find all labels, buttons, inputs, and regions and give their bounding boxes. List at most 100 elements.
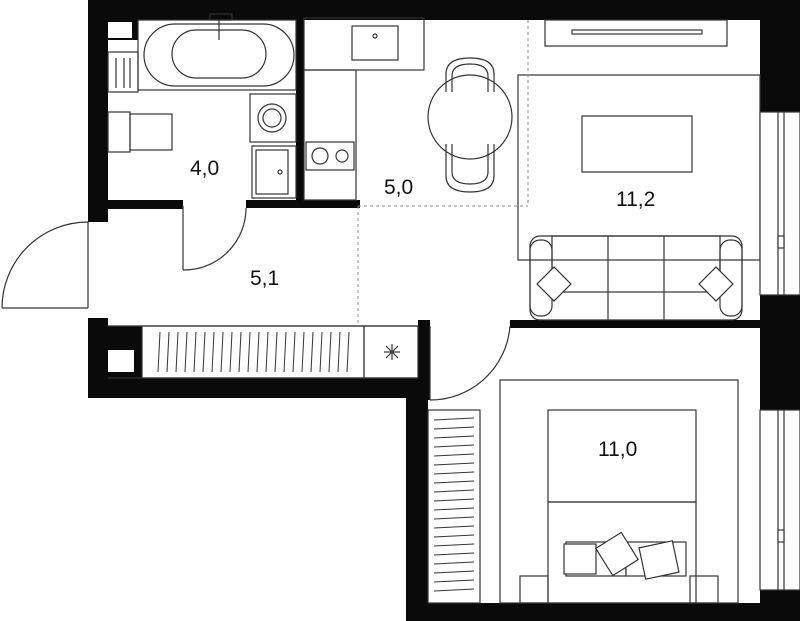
hanger-line bbox=[433, 516, 475, 520]
wardrobe-hangers bbox=[157, 331, 350, 373]
hanger-line bbox=[433, 435, 475, 439]
hanger-line bbox=[433, 579, 475, 583]
wall-bath-bottom bbox=[88, 200, 183, 209]
shaft-storage-inner bbox=[108, 350, 134, 372]
chair-bottom bbox=[445, 144, 495, 193]
hanger-line bbox=[265, 331, 269, 373]
bedroom-wardrobe bbox=[427, 409, 481, 604]
wall-right-bottom bbox=[760, 590, 800, 621]
cooktop bbox=[305, 141, 355, 171]
bath-faucet-head bbox=[209, 13, 233, 21]
hanger-line bbox=[433, 570, 475, 574]
hanger-line bbox=[301, 331, 305, 373]
hanger-line bbox=[292, 331, 296, 373]
bed-cushion-2 bbox=[594, 531, 640, 577]
kitchen-sink-drain bbox=[372, 33, 378, 39]
hanger-line bbox=[433, 417, 475, 421]
hanger-line bbox=[433, 588, 475, 592]
shaft-top-inner bbox=[108, 22, 132, 38]
kitchen-sink bbox=[351, 25, 399, 61]
kitchen bbox=[305, 25, 513, 193]
bed-cushion-1 bbox=[563, 543, 597, 575]
jamb-2 bbox=[88, 318, 102, 326]
hanger-line bbox=[433, 534, 475, 538]
nightstand-left bbox=[519, 575, 549, 604]
sofa-seat bbox=[551, 235, 721, 293]
pillow-right bbox=[698, 266, 734, 302]
hanger-line bbox=[202, 331, 206, 373]
hanger-line bbox=[211, 331, 215, 373]
hanger-line bbox=[256, 331, 260, 373]
hanger-line bbox=[433, 552, 475, 556]
area-label-hallway: 5,1 bbox=[250, 267, 279, 290]
hanger-line bbox=[433, 525, 475, 529]
hanger-line bbox=[310, 331, 314, 373]
area-labels: 4,0 5,0 5,1 11,2 11,0 bbox=[190, 157, 655, 461]
dining-table bbox=[427, 74, 513, 160]
hanger-line bbox=[166, 331, 170, 373]
electrical-panel bbox=[363, 325, 419, 379]
kitchen-counter-side bbox=[303, 69, 357, 201]
hallway bbox=[141, 325, 419, 379]
tv-screen bbox=[571, 29, 703, 35]
hanger-line bbox=[238, 331, 242, 373]
hanger-line bbox=[433, 426, 475, 430]
hanger-line bbox=[220, 331, 224, 373]
hanger-line bbox=[157, 331, 161, 373]
bath-shelf bbox=[107, 51, 139, 93]
hanger-line bbox=[319, 331, 323, 373]
toilet-bowl bbox=[129, 113, 173, 151]
hanger-line bbox=[175, 331, 179, 373]
chair-top-seat bbox=[451, 63, 489, 92]
hanger-line bbox=[274, 331, 278, 373]
wall-right-top bbox=[760, 0, 800, 112]
chair-bottom-seat bbox=[451, 144, 489, 185]
pillow-left bbox=[536, 266, 572, 302]
hanger-line bbox=[433, 444, 475, 448]
jamb-1 bbox=[88, 214, 102, 222]
hanger-line bbox=[433, 480, 475, 484]
area-label-kitchen: 5,0 bbox=[384, 176, 413, 199]
wall-left-upper bbox=[88, 0, 108, 222]
doors bbox=[1, 206, 511, 401]
bed-cushion-3 bbox=[638, 540, 680, 580]
window-bedroom bbox=[759, 409, 800, 591]
wall-bath-partition bbox=[296, 18, 304, 208]
electrical-symbol bbox=[384, 344, 400, 360]
living-room bbox=[529, 19, 743, 321]
bathroom bbox=[107, 13, 297, 199]
wall-left-bedroom bbox=[406, 378, 428, 621]
wall-right-mid bbox=[760, 295, 800, 410]
area-label-living-room: 11,2 bbox=[616, 188, 655, 211]
hanger-line bbox=[433, 462, 475, 466]
burner-2 bbox=[335, 149, 349, 163]
hanger-line bbox=[247, 331, 251, 373]
wall-top bbox=[88, 0, 800, 20]
toilet-tank bbox=[107, 111, 131, 153]
hanger-line bbox=[433, 471, 475, 475]
bedroom bbox=[427, 379, 739, 604]
hanger-line bbox=[433, 543, 475, 547]
hanger-line bbox=[184, 331, 188, 373]
hanger-line bbox=[433, 489, 475, 493]
area-label-bedroom: 11,0 bbox=[598, 438, 637, 461]
hanger-line bbox=[433, 498, 475, 502]
chair-top bbox=[445, 57, 495, 92]
windows bbox=[759, 111, 800, 591]
hanger-line bbox=[229, 331, 233, 373]
hanger-line bbox=[433, 507, 475, 511]
washing-machine-drum bbox=[262, 108, 282, 128]
hanger-line bbox=[283, 331, 287, 373]
washing-machine-door bbox=[257, 103, 287, 133]
bath-sink-basin bbox=[255, 149, 289, 195]
coffee-table bbox=[581, 115, 693, 173]
nightstand-right bbox=[689, 575, 719, 604]
bath-sink bbox=[251, 145, 297, 199]
washing-machine bbox=[249, 93, 297, 143]
hanger-line bbox=[328, 331, 332, 373]
wall-bottom-storage bbox=[88, 378, 428, 398]
wall-bed-top bbox=[510, 320, 762, 328]
walls bbox=[88, 0, 800, 621]
hanger-line bbox=[346, 331, 350, 373]
